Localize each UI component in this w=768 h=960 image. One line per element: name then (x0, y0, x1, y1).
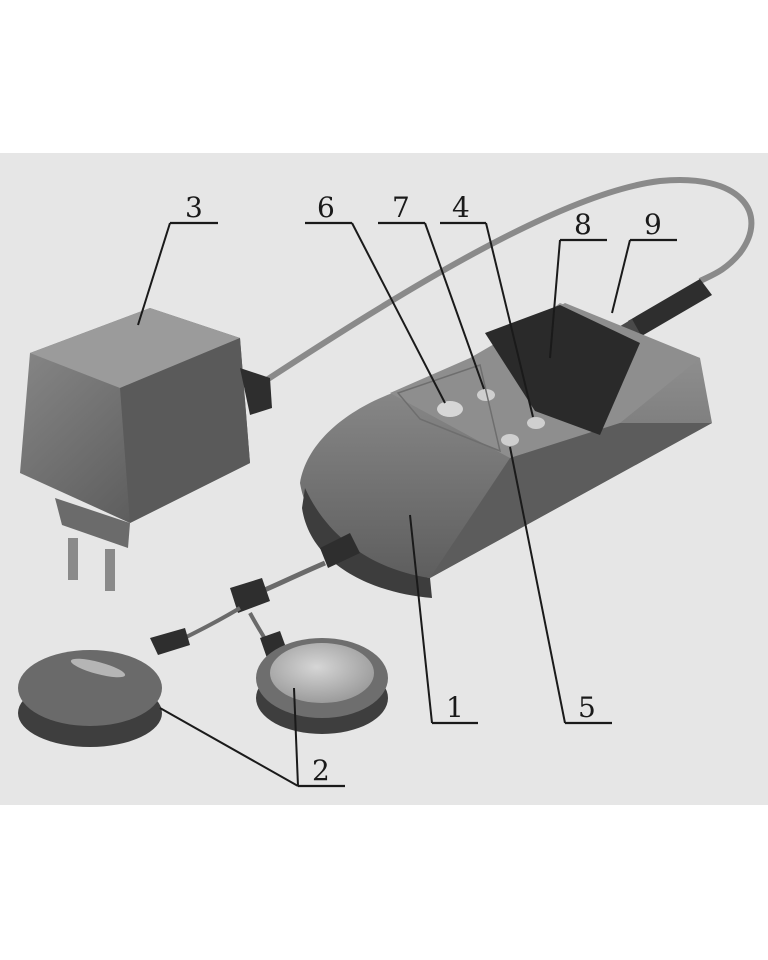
button-6 (437, 401, 463, 417)
callout-7: 7 (392, 191, 410, 224)
power-adapter (20, 308, 272, 591)
button-4 (527, 417, 545, 429)
electrode-cables (150, 533, 360, 661)
callout-9: 9 (644, 208, 662, 241)
callout-2: 2 (312, 754, 330, 787)
button-7 (477, 389, 495, 401)
callout-3: 3 (185, 191, 203, 224)
callout-labels: 3 6 7 4 8 9 1 5 2 (185, 191, 662, 787)
display-window (485, 305, 640, 435)
power-cable (263, 177, 755, 384)
electrode-right (256, 638, 388, 734)
leader-lines (137, 221, 677, 788)
button-5 (501, 434, 519, 446)
callout-1: 1 (446, 691, 464, 724)
callout-8: 8 (574, 208, 592, 241)
callout-5: 5 (578, 691, 596, 724)
callout-4: 4 (452, 191, 470, 224)
device-illustration: 3 6 7 4 8 9 1 5 2 (0, 153, 768, 805)
electrode-left (18, 650, 162, 747)
main-device (300, 303, 712, 598)
callout-6: 6 (317, 191, 335, 224)
